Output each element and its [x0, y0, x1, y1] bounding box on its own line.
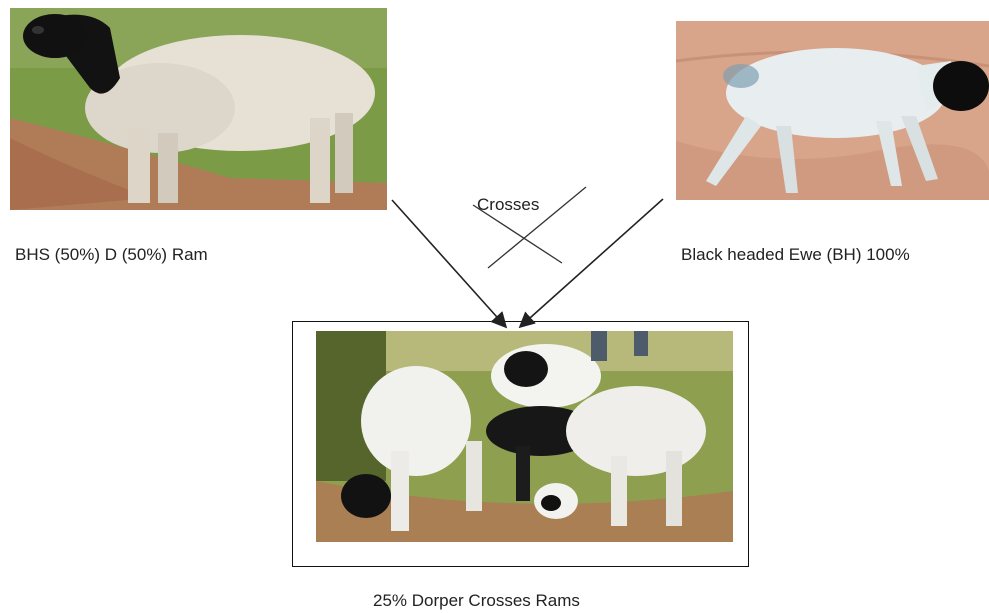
- ram-label: BHS (50%) D (50%) Ram: [15, 245, 208, 265]
- offspring-photo: [316, 331, 733, 542]
- ram-to-offspring-arrow: [392, 200, 505, 326]
- ewe-label: Black headed Ewe (BH) 100%: [681, 245, 910, 265]
- ram-photo: [10, 8, 387, 210]
- ewe-photo: [676, 21, 989, 200]
- ewe-to-offspring-arrow: [521, 199, 663, 326]
- crosses-label: Crosses: [477, 195, 539, 215]
- offspring-label: 25% Dorper Crosses Rams: [373, 591, 580, 611]
